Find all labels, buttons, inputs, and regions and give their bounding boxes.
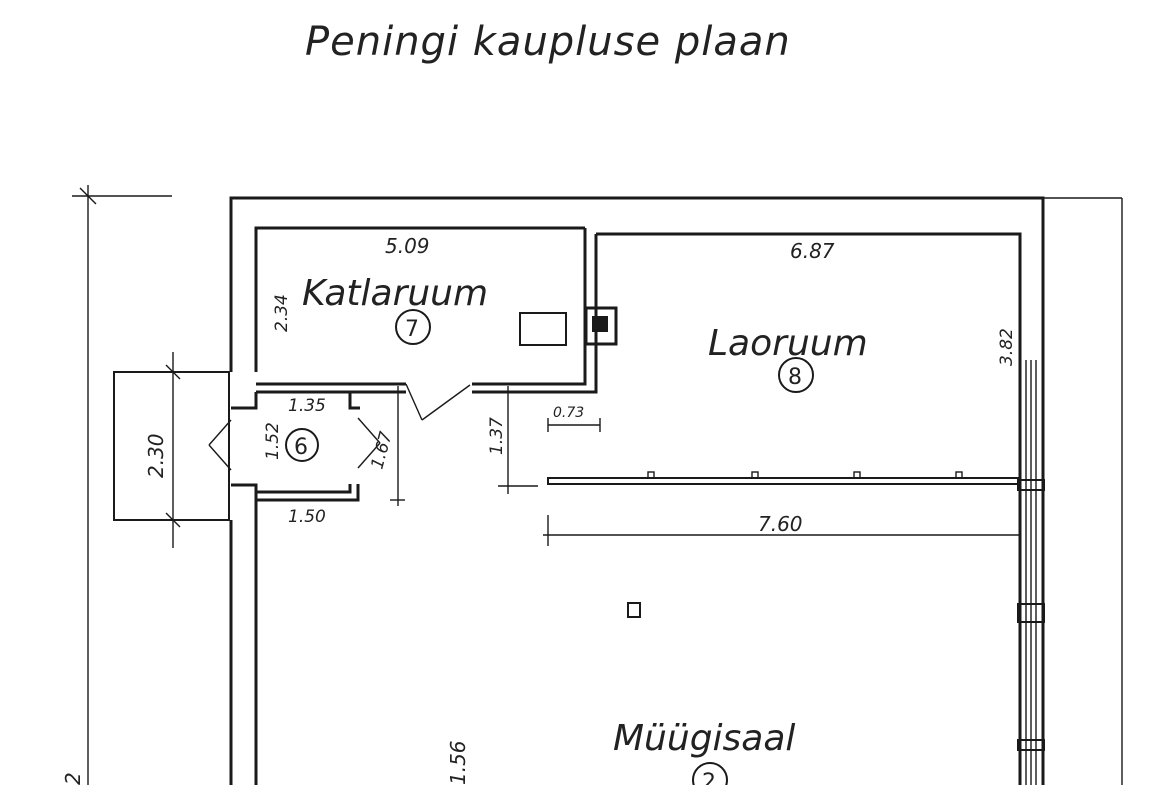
boiler-room-walls	[256, 228, 598, 421]
dim-label-2-30: 2.30	[144, 433, 168, 478]
left-dimension-lines	[72, 185, 172, 785]
dim-label-7-60: 7.60	[758, 512, 803, 536]
dim-label-1-35: 1.35	[288, 396, 326, 416]
vestibule-walls	[208, 392, 381, 520]
room-number-circle-7	[395, 309, 431, 345]
room-label-katlaruum: Katlaruum	[302, 273, 488, 314]
dim-label-2-34: 2.34	[272, 294, 292, 332]
dim-label-1-67: 1.67	[368, 429, 397, 471]
dim-label-left-2: 2	[61, 772, 85, 785]
dim-label-0-73: 0.73	[553, 405, 584, 421]
room-number-6: 6	[294, 435, 308, 460]
dim-label-1-56: 1.56	[446, 740, 470, 785]
dim-label-1-52: 1.52	[263, 422, 283, 460]
dimension-lines	[390, 386, 1020, 546]
room-number-circle-6	[285, 428, 319, 462]
room-label-laoruum: Laoruum	[708, 323, 868, 364]
warehouse-partition	[547, 471, 1021, 485]
dim-label-1-37: 1.37	[487, 417, 507, 455]
room-number-circle-2	[692, 762, 728, 785]
room-label-muugisaal: Müügisaal	[613, 718, 795, 759]
dim-label-5-09: 5.09	[385, 234, 430, 258]
dim-label-6-87: 6.87	[790, 239, 835, 263]
exterior-walls	[229, 196, 1123, 785]
room-number-circle-8	[778, 357, 814, 393]
dim-label-1-50: 1.50	[288, 507, 326, 527]
right-windows	[1017, 360, 1045, 785]
room-number-7: 7	[405, 317, 419, 342]
room-number-2: 2	[702, 770, 716, 785]
plan-title: Peningi kaupluse plaan	[305, 19, 791, 65]
boiler-equipment	[519, 306, 641, 618]
entrance-step	[113, 352, 230, 548]
room-number-8: 8	[788, 365, 802, 390]
dim-label-3-82: 3.82	[997, 328, 1017, 366]
